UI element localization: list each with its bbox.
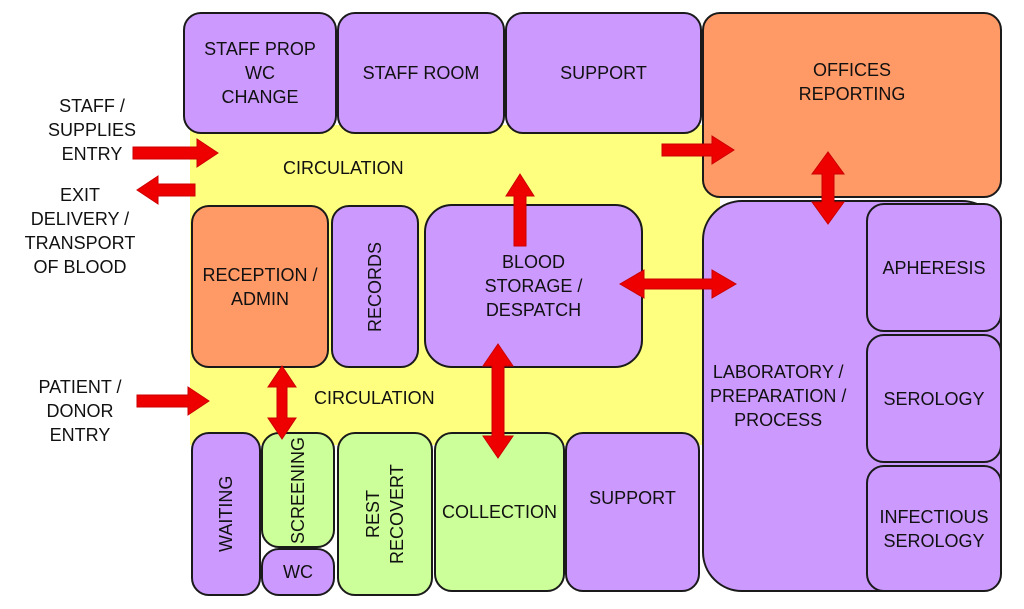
room-staff-prop-wc-change: STAFF PROP WC CHANGE (183, 12, 337, 134)
patient-donor-entry-label: PATIENT / DONOR ENTRY (38, 377, 122, 445)
room-staff-room: STAFF ROOM (337, 12, 505, 134)
arrow-reception-screening (267, 365, 297, 440)
exit-delivery-label: EXIT DELIVERY / TRANSPORT OF BLOOD (24, 185, 136, 277)
circulation-label-lower: CIRCULATION (314, 388, 435, 408)
arrow-storage-to-circulation (505, 173, 535, 247)
room-support-top: SUPPORT (505, 12, 702, 134)
arrow-to-offices (661, 135, 735, 165)
circulation-label-upper: CIRCULATION (283, 158, 404, 178)
arrow-exit-delivery (136, 175, 196, 205)
room-serology: SEROLOGY (866, 334, 1002, 463)
room-infectious-serology: INFECTIOUS SEROLOGY (866, 465, 1002, 592)
arrow-patient-entry (136, 386, 210, 416)
staff-supplies-entry-label: STAFF / SUPPLIES ENTRY (47, 96, 137, 164)
room-reception-admin: RECEPTION / ADMIN (191, 205, 329, 368)
room-wc: WC (261, 548, 335, 596)
arrow-offices-lab (811, 151, 845, 225)
arrow-storage-collection (482, 343, 514, 459)
room-offices-reporting: OFFICES REPORTING (702, 12, 1002, 198)
arrow-storage-lab (619, 269, 737, 299)
room-support-bottom: SUPPORT (565, 432, 700, 592)
arrow-staff-entry (132, 138, 219, 168)
room-apheresis: APHERESIS (866, 203, 1002, 332)
